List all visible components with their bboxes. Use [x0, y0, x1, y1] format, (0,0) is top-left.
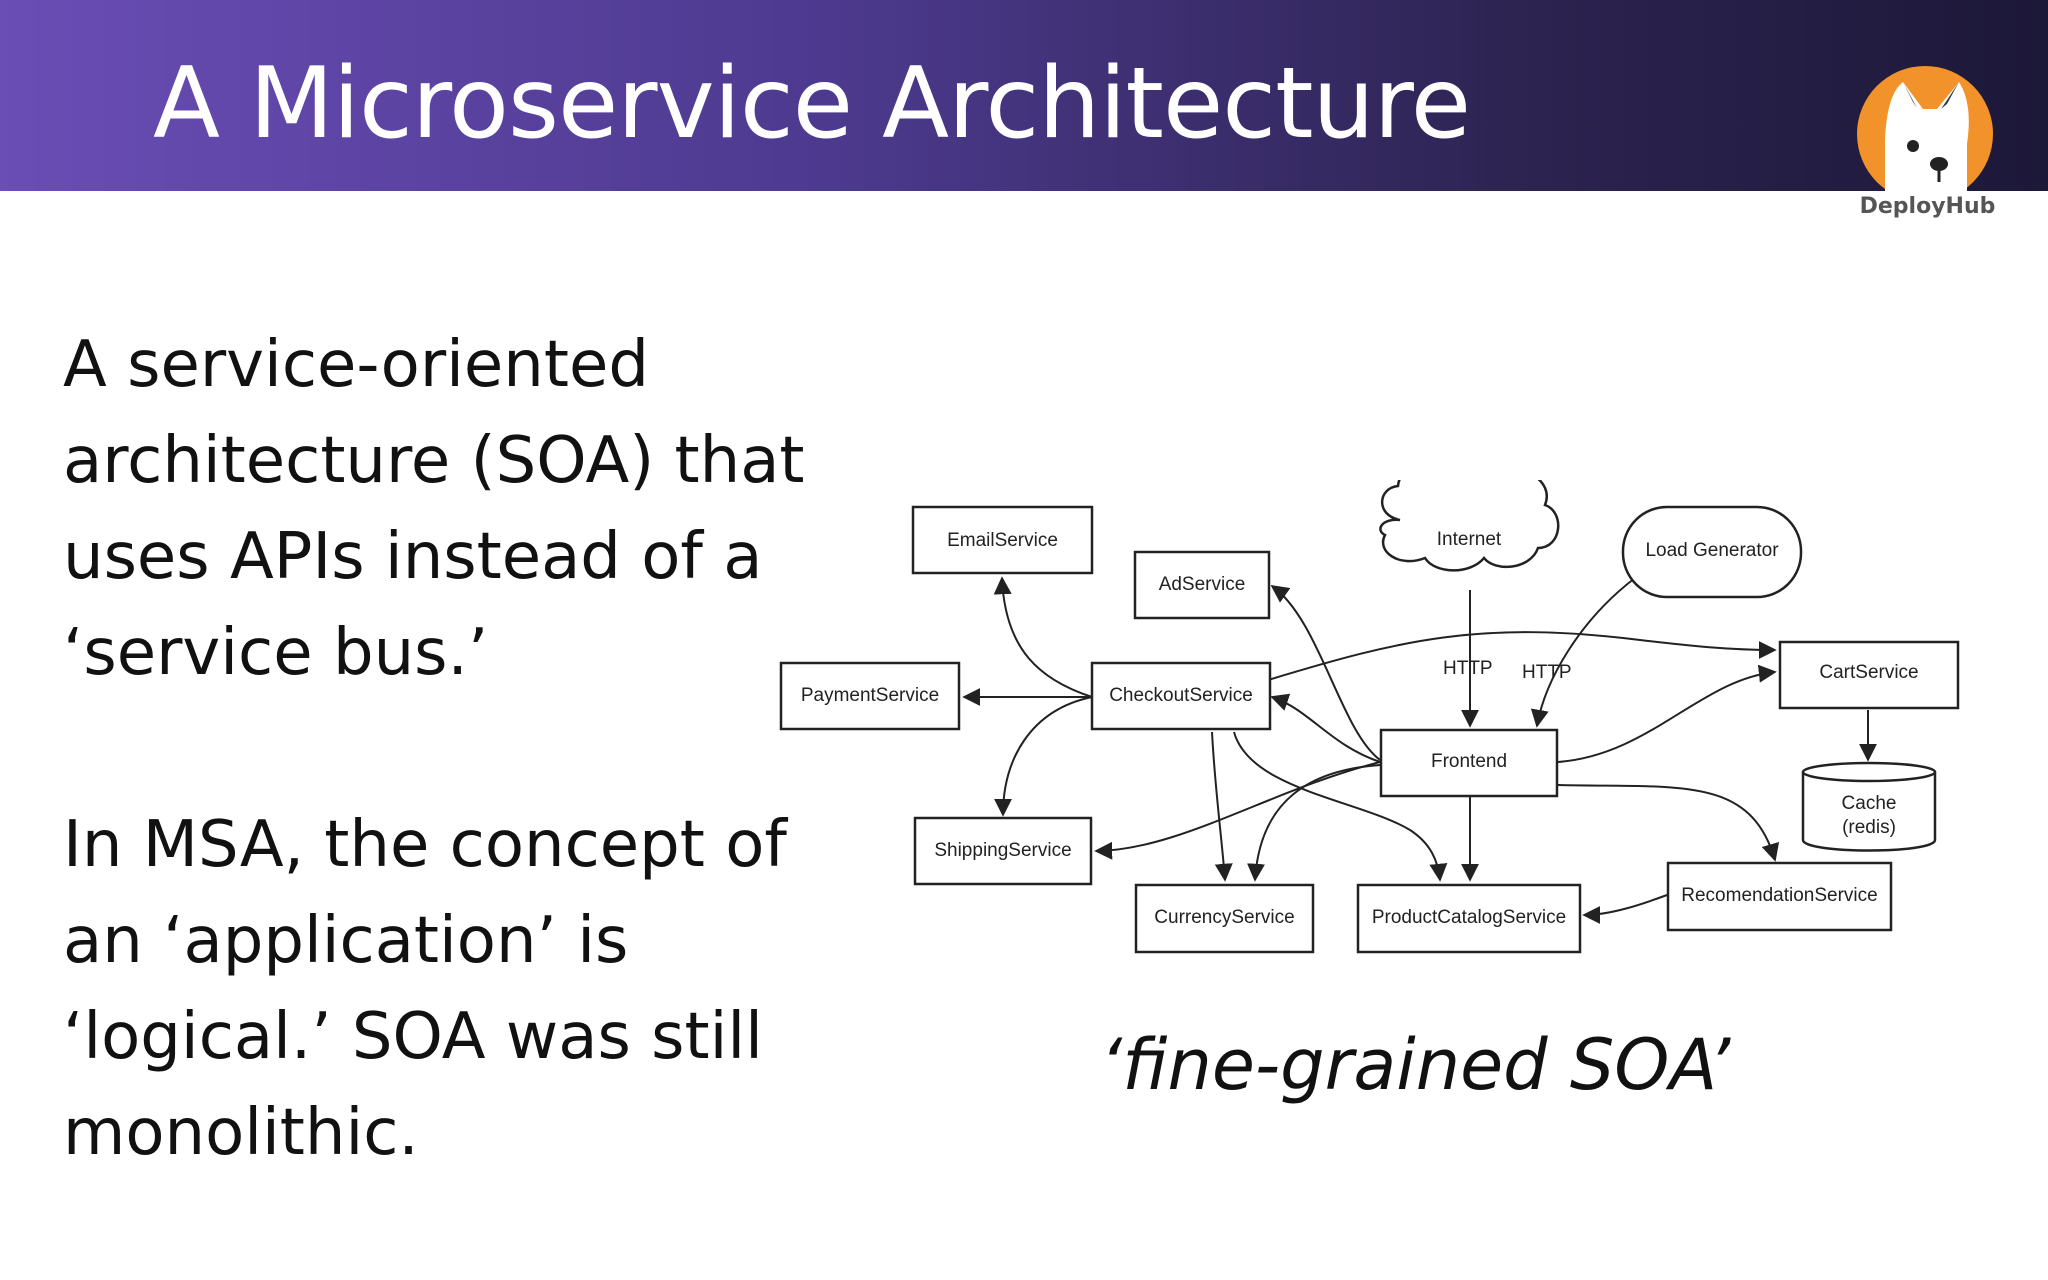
node-cart-service: CartService: [1778, 640, 1960, 710]
node-label: ProductCatalogService: [1372, 907, 1566, 928]
node-currency-service: CurrencyService: [1134, 883, 1315, 954]
edge-label-http-loadgen: HTTP: [1522, 662, 1572, 683]
node-payment-service: PaymentService: [779, 661, 961, 731]
node-label: AdService: [1159, 574, 1246, 595]
edge-frontend-shipping: [1094, 761, 1381, 860]
node-label: ShippingService: [934, 840, 1071, 861]
edge-frontend-ad: [1270, 584, 1381, 761]
node-label: (redis): [1842, 817, 1896, 838]
edge-frontend-checkout: [1270, 693, 1381, 763]
node-cache-redis: Cache (redis): [1801, 761, 1937, 852]
node-email-service: EmailService: [911, 505, 1094, 575]
logo-text: DeployHub: [1859, 194, 1996, 219]
edge-loadgen-frontend: [1530, 577, 1636, 728]
node-label: Cache: [1842, 793, 1897, 814]
node-label: CartService: [1819, 662, 1918, 683]
node-checkout-service: CheckoutService: [1090, 661, 1272, 731]
diagram-edges: [962, 576, 1877, 924]
edge-checkout-shipping: [994, 696, 1093, 817]
node-label: RecomendationService: [1681, 885, 1877, 906]
node-label: Frontend: [1431, 751, 1507, 772]
node-shipping-service: ShippingService: [913, 816, 1093, 886]
dog-icon: [1885, 82, 1969, 204]
microservice-diagram: HTTP HTTP EmailService AdService Interne…: [779, 480, 1960, 954]
edge-checkout-cart: [1267, 631, 1777, 681]
edge-checkout-currency: [1211, 731, 1233, 882]
node-frontend: Frontend: [1379, 728, 1559, 798]
title-bar: A Microservice Architecture: [0, 0, 2048, 191]
edge-checkout-productcatalog: [1233, 731, 1448, 882]
node-product-catalog-service: ProductCatalogService: [1356, 883, 1582, 954]
edge-frontend-currency: [1247, 764, 1381, 882]
paragraph-soa: A service-oriented architecture (SOA) th…: [63, 328, 805, 690]
node-internet: Internet: [1379, 480, 1560, 572]
node-label: Load Generator: [1645, 540, 1779, 561]
edge-frontend-cart: [1557, 664, 1777, 763]
diagram-caption: ‘fine-grained SOA’: [1100, 1024, 1731, 1106]
node-label: PaymentService: [801, 685, 939, 706]
edge-checkout-email: [993, 576, 1093, 698]
node-load-generator: Load Generator: [1621, 505, 1803, 599]
edge-frontend-recommendation: [1557, 784, 1780, 862]
node-ad-service: AdService: [1133, 550, 1271, 620]
node-label: Internet: [1437, 529, 1502, 550]
slide-title: A Microservice Architecture: [153, 47, 1471, 161]
node-label: CurrencyService: [1154, 907, 1294, 928]
deployhub-logo: DeployHub: [1855, 64, 2000, 234]
node-recommendation-service: RecomendationService: [1666, 861, 1893, 932]
edge-label-http-internet: HTTP: [1443, 658, 1493, 679]
paragraph-msa: In MSA, the concept of an ‘application’ …: [63, 808, 787, 1170]
edge-recommendation-productcatalog: [1582, 894, 1668, 924]
node-label: EmailService: [947, 530, 1058, 551]
node-label: CheckoutService: [1109, 685, 1253, 706]
